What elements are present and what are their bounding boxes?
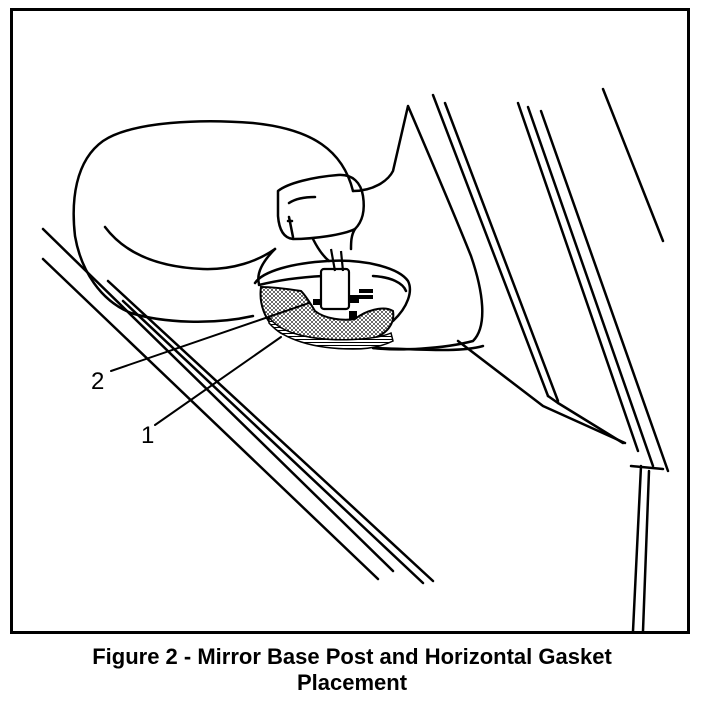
mirror-sail-base (351, 104, 627, 445)
gasket-edge-hatch (268, 314, 394, 350)
figure-frame: 2 1 (10, 8, 690, 634)
figure-caption: Figure 2 - Mirror Base Post and Horizont… (0, 644, 704, 696)
base-pedestal (253, 259, 412, 323)
callout-1: 1 (141, 422, 154, 449)
leader-line-2 (110, 302, 310, 372)
mirror-base-post (319, 248, 351, 311)
mirror-head-housing (72, 120, 355, 323)
caption-line-2: Placement (296, 670, 408, 695)
callout-2: 2 (91, 368, 104, 395)
post-mount-detail (313, 289, 373, 319)
door-frame-lines (41, 227, 435, 585)
leader-line-1 (154, 336, 282, 426)
window-channel-lines (431, 87, 670, 631)
mirror-base-illustration: 2 1 (41, 87, 670, 631)
mirror-arm-bracket (276, 173, 365, 263)
caption-line-1: Figure 2 - Mirror Base Post and Horizont… (92, 644, 612, 669)
